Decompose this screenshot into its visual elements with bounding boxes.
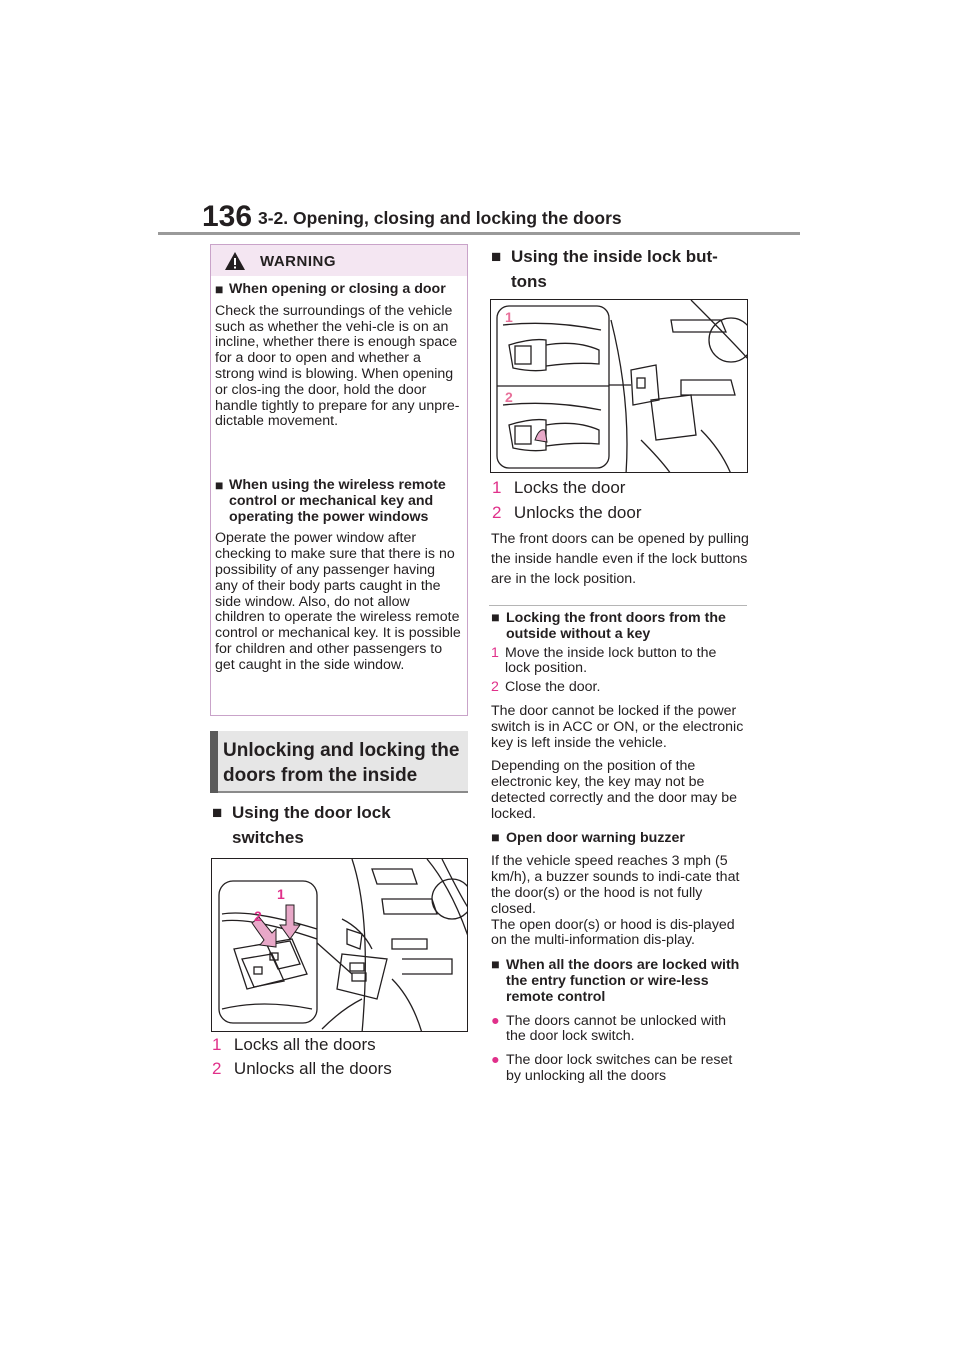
square-bullet-icon: ■ xyxy=(215,281,224,297)
warning-item-1: ■ When opening or closing a door Check t… xyxy=(215,281,463,430)
divider xyxy=(489,605,747,606)
locking-outside-heading: ■ Locking the front doors from the outsi… xyxy=(491,610,726,642)
all-locked-bullet-1: ● The doors cannot be unlocked with the … xyxy=(491,1012,727,1045)
all-locked-bullet-2: ● The door lock switches can be reset by… xyxy=(491,1052,733,1084)
figure-label-2: 2 xyxy=(254,908,262,924)
bullet-dot-icon: ● xyxy=(491,1052,500,1069)
square-bullet-icon: ■ xyxy=(215,477,224,493)
square-bullet-icon: ■ xyxy=(491,610,500,626)
square-bullet-icon: ■ xyxy=(491,957,500,974)
square-bullet-icon: ■ xyxy=(212,803,223,822)
door-lock-switch-illustration: 1 2 xyxy=(218,859,467,1031)
locking-para-1: The door cannot be locked if the power s… xyxy=(491,702,744,751)
figure-label-1: 1 xyxy=(277,886,285,902)
step-number: 1 xyxy=(212,1035,222,1054)
section-heading-box xyxy=(210,731,468,793)
step-text: Locks the door xyxy=(513,478,626,497)
section-header-title: 3-2. Opening, closing and locking the do… xyxy=(258,208,622,228)
step-text: Locks all the doors xyxy=(233,1035,376,1054)
warning-triangle-icon xyxy=(225,252,245,270)
buzzer-para-1: If the vehicle speed reaches 3 mph (5 km… xyxy=(491,853,740,917)
buzzer-para-2: The open door(s) or hood is dis-played o… xyxy=(491,916,735,949)
door-lock-switches-heading: ■ Using the door lock switches xyxy=(212,800,462,850)
inside-lock-buttons-heading: ■ Using the inside lock but-tons xyxy=(491,244,746,294)
header-rule xyxy=(158,232,800,235)
figure-label-2: 2 xyxy=(505,389,513,405)
section-heading: Unlocking and locking the doors from the… xyxy=(223,740,460,786)
figure-label-1: 1 xyxy=(505,309,513,325)
warning-box xyxy=(210,244,468,716)
door-lock-steps: 1 Locks all the doors 2 Unlocks all the … xyxy=(212,1035,392,1083)
step-item: 1 Locks the door xyxy=(492,478,642,503)
all-locked-heading: ■ When all the doors are locked with the… xyxy=(491,957,740,1005)
warning-item-1-body: Check the surroundings of the vehicle su… xyxy=(215,302,460,430)
warning-item-2-heading: When using the wireless remote control o… xyxy=(229,477,446,525)
step-item: 1 Locks all the doors xyxy=(212,1035,392,1059)
bullet-dot-icon: ● xyxy=(491,1012,500,1029)
warning-item-2-body: Operate the power window after checking … xyxy=(215,530,461,673)
square-bullet-icon: ■ xyxy=(491,829,500,846)
warning-item-2: ■ When using the wireless remote control… xyxy=(215,477,463,674)
locking-step-2: 2 Close the door. xyxy=(491,679,601,696)
step-text: Unlocks all the doors xyxy=(233,1059,392,1078)
locking-para-2: Depending on the position of the electro… xyxy=(491,758,738,822)
inside-lock-note: The front doors can be opened by pulling… xyxy=(491,531,749,587)
section-heading-bar xyxy=(210,731,218,793)
step-number: 2 xyxy=(492,503,502,522)
buzzer-heading: ■ Open door warning buzzer xyxy=(491,829,685,846)
step-item: 2 Unlocks all the doors xyxy=(212,1059,392,1083)
step-number: 2 xyxy=(212,1059,222,1078)
inside-lock-button-illustration: 1 2 xyxy=(496,300,747,472)
locking-step-1: 1 Move the inside lock button to the loc… xyxy=(491,644,717,677)
warning-header xyxy=(211,245,467,276)
warning-item-1-heading: When opening or closing a door xyxy=(229,281,446,297)
step-item: 2 Unlocks the door xyxy=(492,503,642,528)
warning-title: WARNING xyxy=(260,253,336,270)
inside-lock-steps: 1 Locks the door 2 Unlocks the door xyxy=(492,478,642,528)
inside-lock-button-figure: 1 2 xyxy=(490,299,748,473)
step-number: 1 xyxy=(492,478,502,497)
page-number: 136 xyxy=(202,200,253,233)
step-text: Unlocks the door xyxy=(513,503,642,522)
square-bullet-icon: ■ xyxy=(491,247,502,266)
notes-column: ■ Locking the front doors from the outsi… xyxy=(491,610,749,1085)
door-lock-switch-figure: 1 2 xyxy=(211,858,468,1032)
